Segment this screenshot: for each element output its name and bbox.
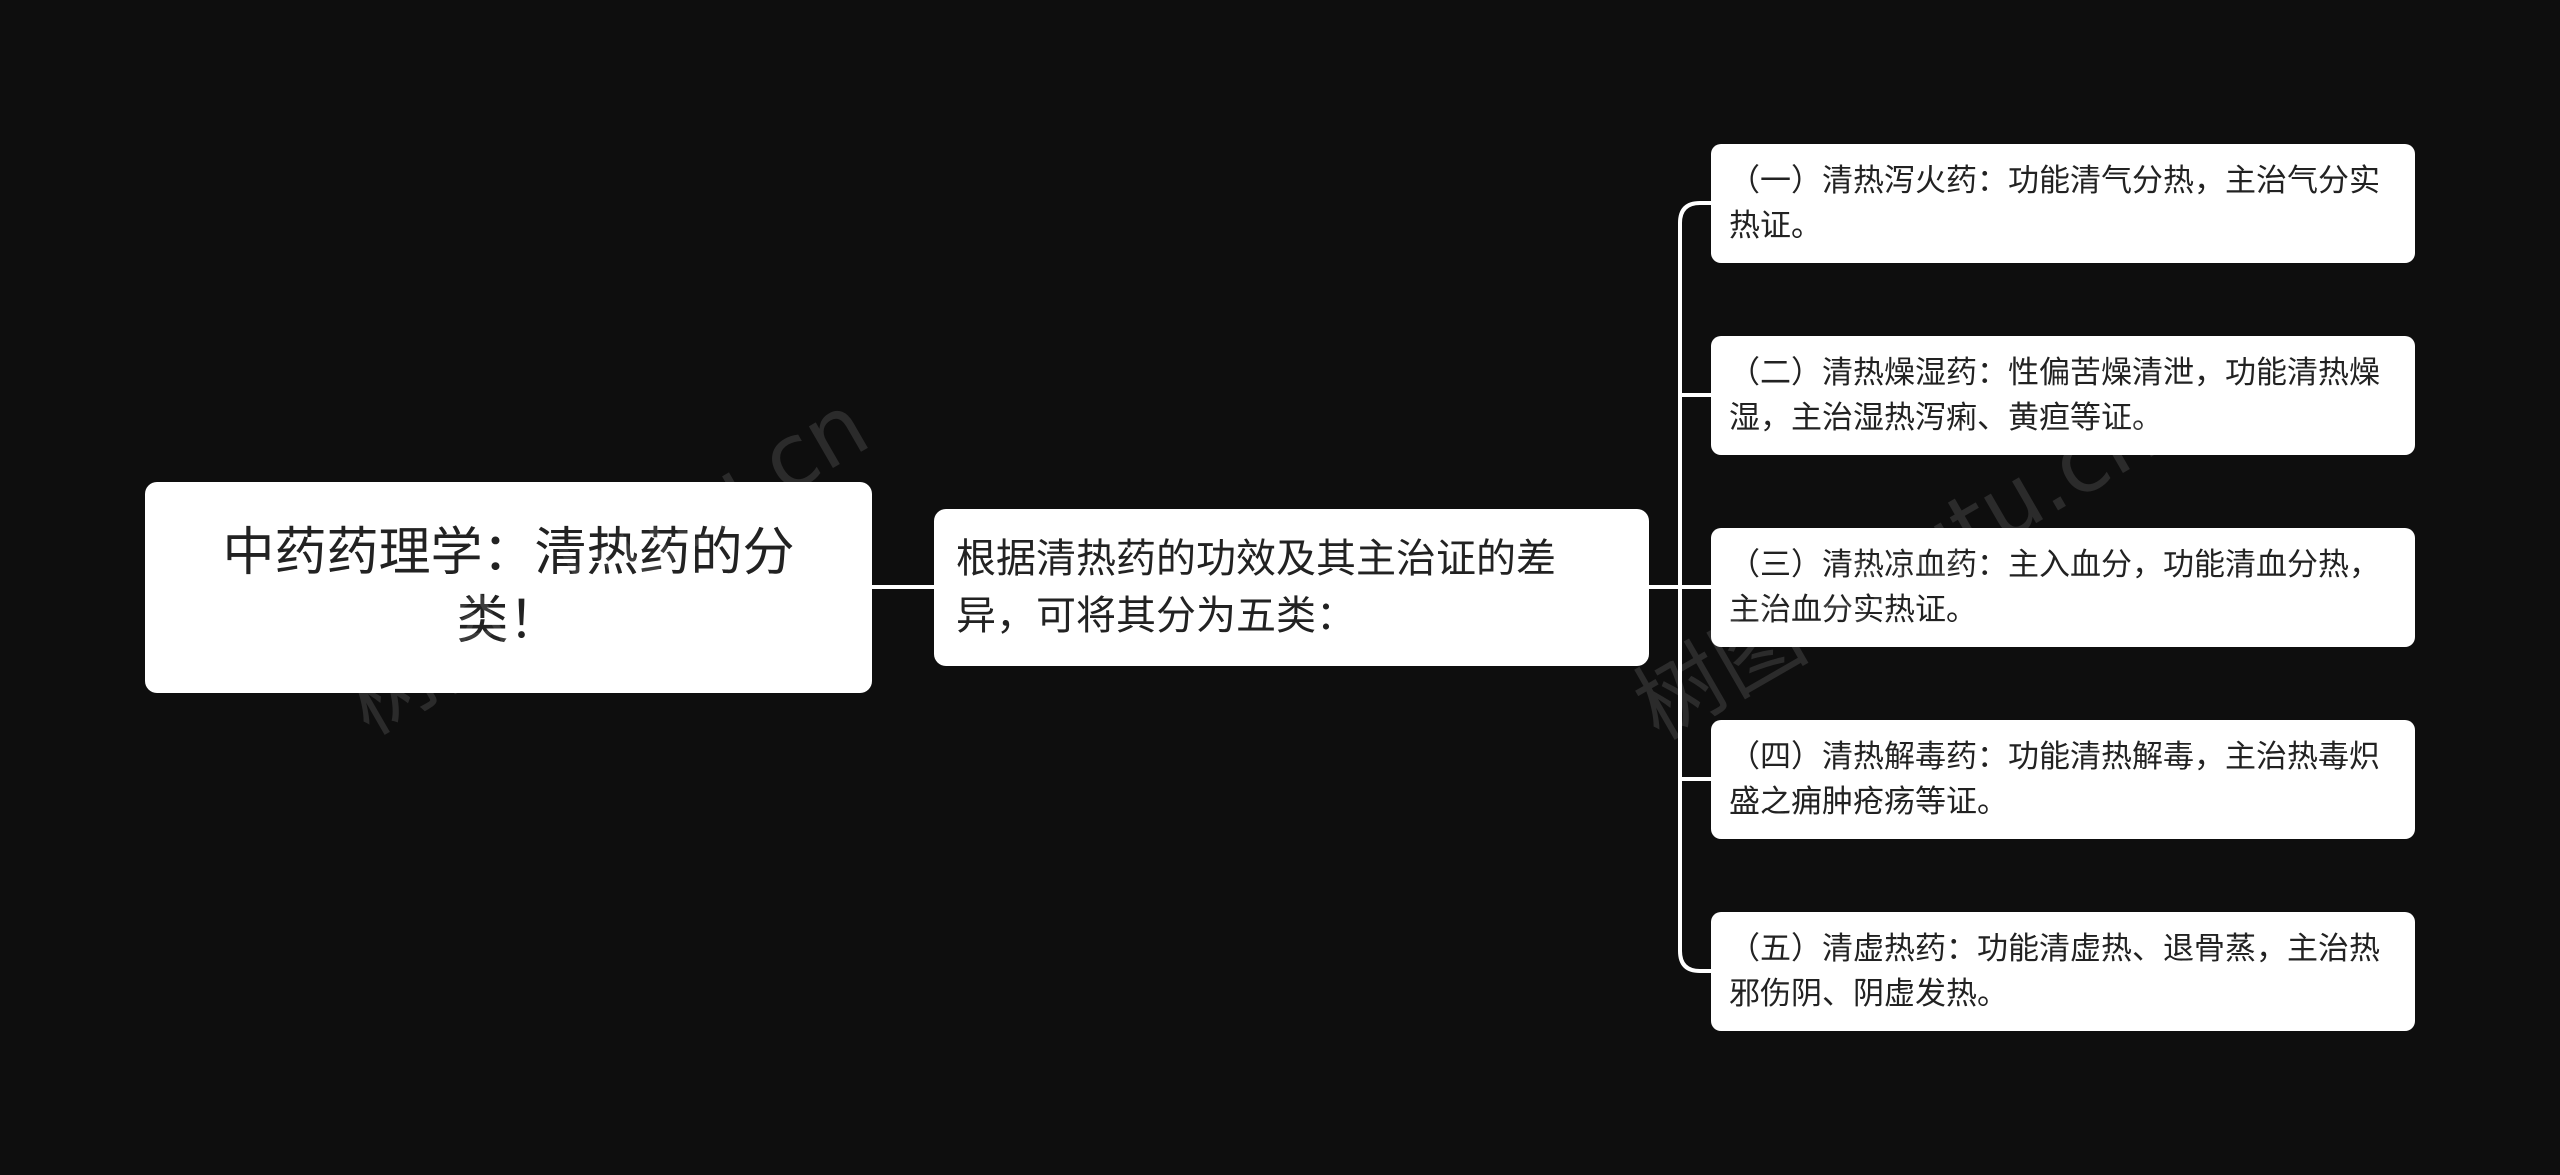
- root-node[interactable]: 中药药理学：清热药的分类！: [145, 482, 872, 693]
- leaf-node-label: （二）清热燥湿药：性偏苦燥清泄，功能清热燥湿，主治湿热泻痢、黄疸等证。: [1729, 354, 2380, 436]
- root-node-label: 中药药理学：清热药的分类！: [222, 522, 795, 651]
- leaf-node-label: （五）清虚热药：功能清虚热、退骨蒸，主治热邪伤阴、阴虚发热。: [1729, 930, 2380, 1012]
- branch-node[interactable]: 根据清热药的功效及其主治证的差异，可将其分为五类：: [934, 509, 1649, 666]
- leaf-node-label: （三）清热凉血药：主入血分，功能清血分热，主治血分实热证。: [1729, 546, 2380, 628]
- branch-node-label: 根据清热药的功效及其主治证的差异，可将其分为五类：: [956, 535, 1556, 639]
- leaf-node-label: （四）清热解毒药：功能清热解毒，主治热毒炽盛之痈肿疮疡等证。: [1729, 738, 2380, 820]
- leaf-node-3[interactable]: （三）清热凉血药：主入血分，功能清血分热，主治血分实热证。: [1711, 528, 2415, 647]
- leaf-node-label: （一）清热泻火药：功能清气分热，主治气分实热证。: [1729, 162, 2380, 244]
- leaf-node-5[interactable]: （五）清虚热药：功能清虚热、退骨蒸，主治热邪伤阴、阴虚发热。: [1711, 912, 2415, 1031]
- branch-to-leaves-connector: [1647, 201, 1713, 973]
- leaf-node-1[interactable]: （一）清热泻火药：功能清气分热，主治气分实热证。: [1711, 144, 2415, 263]
- leaf-node-4[interactable]: （四）清热解毒药：功能清热解毒，主治热毒炽盛之痈肿疮疡等证。: [1711, 720, 2415, 839]
- leaf-node-2[interactable]: （二）清热燥湿药：性偏苦燥清泄，功能清热燥湿，主治湿热泻痢、黄疸等证。: [1711, 336, 2415, 455]
